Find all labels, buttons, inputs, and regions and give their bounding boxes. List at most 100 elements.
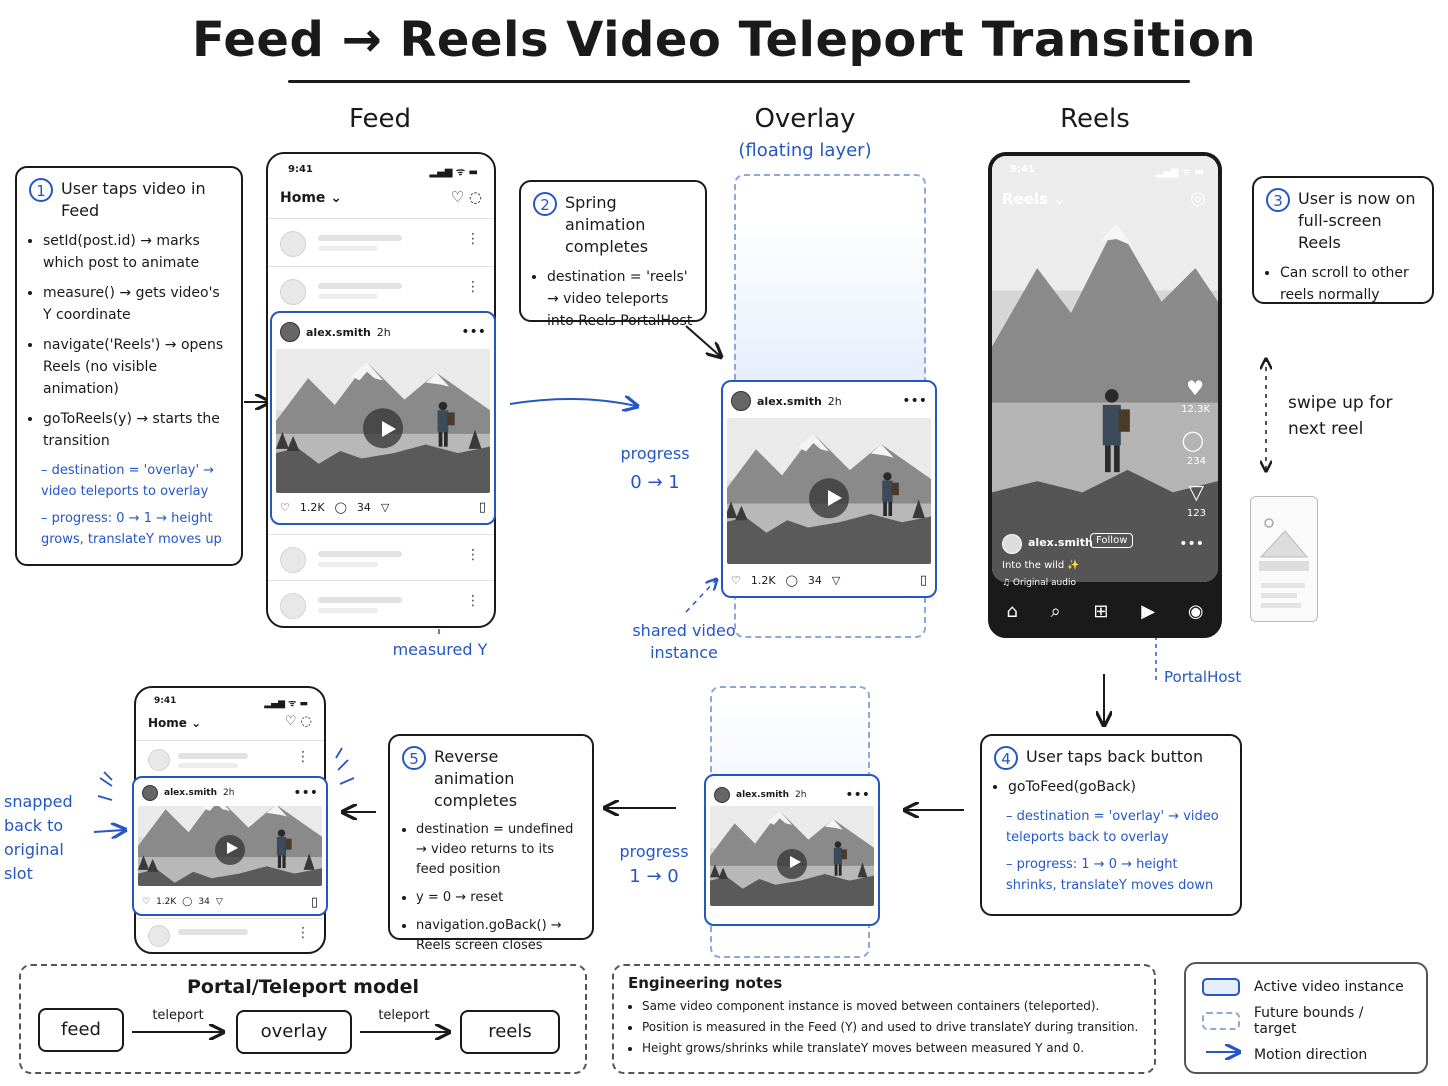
reel-like-count: 12.3K [1181,404,1210,415]
more-icon[interactable]: ••• [293,785,318,801]
reel-user[interactable]: alex.smith [1028,536,1093,549]
model-node-feed: feed [38,1008,124,1052]
feed-row[interactable]: ⋮ [136,918,324,952]
bookmark-icon[interactable]: ▯ [919,572,927,588]
feed-row[interactable]: ⋮ [268,218,494,265]
step1-subpoint: destination = 'overlay' → video teleport… [41,460,229,502]
post-user: alex.smith [164,788,218,798]
share-icon[interactable]: ▽ [1188,480,1204,504]
status-icons: ▂▄▆ ᯤ ▬ [1155,167,1204,178]
bottom-nav: ⌂ ⌕ ⊞ ▶ ◉ [990,586,1220,636]
step1-number: 1 [29,178,53,202]
reel-caption: Into the wild ✨ [1002,560,1080,571]
bookmark-icon[interactable]: ▯ [310,894,318,910]
home-title[interactable]: Home ⌄ [280,190,343,206]
share-icon[interactable]: ▽ [380,500,390,514]
post-time: 2h [827,394,842,408]
column-title-overlay: Overlay [754,104,856,134]
step1-point: navigate('Reels') → opens Reels (no visi… [43,334,229,400]
like-icon[interactable]: ♡ [142,897,151,907]
step2-box: 2 Spring animation completes destination… [519,180,707,329]
step2-title: Spring animation completes [565,193,649,256]
bookmark-icon[interactable]: ▯ [478,499,486,515]
avatar [714,787,730,803]
notes-box: Engineering notes Same video component i… [612,964,1156,1074]
step2-number: 2 [533,192,557,216]
feed-row[interactable]: ⋮ [268,266,494,313]
like-icon[interactable]: ♡ [280,500,290,514]
step4-box: 4 User taps back button goToFeed(goBack)… [980,734,1242,916]
model-title: Portal/Teleport model [187,976,419,998]
step5-title: Reverse animation completes [434,747,518,810]
snapped-label: snapped back to original slot [4,792,73,883]
more-icon[interactable]: ••• [1179,536,1204,552]
shared-video-label: shared video instance [632,621,736,662]
status-icons: ▂▄▆ ᯤ ▬ [264,699,308,709]
nav-create-icon[interactable]: ⊞ [1093,600,1109,622]
nav-profile-icon[interactable]: ◉ [1187,600,1204,622]
legend-motion-label: Motion direction [1254,1047,1368,1063]
reel-share-count: 123 [1186,508,1206,519]
feed-row[interactable]: ⋮ [136,740,324,779]
more-icon[interactable]: ••• [902,393,927,409]
step3-number: 3 [1266,188,1290,212]
step5-point: y = 0 → reset [416,888,580,908]
column-title-feed: Feed [348,104,412,134]
model-node-overlay: overlay [236,1010,352,1054]
home-header-icons[interactable]: ♡ ◌ [450,188,482,206]
status-time: 9:41 [288,164,313,175]
video-thumbnail[interactable] [138,806,322,886]
post-user: alex.smith [306,325,371,339]
heart-icon[interactable]: ♥ [1186,376,1204,400]
step1-subpoint: progress: 0 → 1 → height grows, translat… [41,508,229,550]
like-icon[interactable]: ♡ [731,573,741,587]
nav-home-icon[interactable]: ⌂ [1006,600,1018,622]
feed-row[interactable]: ⋮ [268,580,494,626]
home-header-icons[interactable]: ♡ ◌ [284,714,312,729]
step2-arrow [685,325,720,356]
home-title[interactable]: Home ⌄ [148,716,202,730]
comment-icon[interactable]: ◯ [1181,428,1204,452]
model-edge-label: teleport [378,1008,430,1023]
nav-reels-icon[interactable]: ▶ [1141,600,1156,622]
comment-icon[interactable]: ◯ [182,897,193,907]
video-thumbnail[interactable] [276,349,490,493]
reel-audio[interactable]: ♫ Original audio [1002,578,1076,588]
swipe-label: swipe up for next reel [1288,393,1393,439]
share-icon[interactable]: ▽ [215,897,223,907]
step4-subpoint: destination = 'overlay' → video teleport… [1006,806,1228,848]
comment-icon[interactable]: ◯ [785,573,798,587]
model-node-reels: reels [460,1010,560,1054]
camera-icon[interactable]: ◎ [1190,188,1206,209]
model-box [19,964,587,1074]
like-count: 1.2K [156,897,177,907]
follow-button[interactable]: Follow [1090,533,1134,548]
legend-active-label: Active video instance [1254,979,1404,995]
feed-row[interactable]: ⋮ [268,534,494,581]
status-time: 9:41 [154,696,177,706]
image-icon [1259,518,1309,608]
comment-icon[interactable]: ◯ [334,500,347,514]
more-icon[interactable]: ••• [461,324,486,340]
legend-future-label: Future bounds / target [1253,1005,1364,1037]
video-thumbnail[interactable] [727,418,931,564]
column-subtitle-overlay: (floating layer) [738,140,872,161]
step1-point: measure() → gets video's Y coordinate [43,282,229,326]
post-time: 2h [376,325,391,339]
reel-video[interactable] [992,156,1218,582]
post-user: alex.smith [736,790,790,800]
legend-future-swatch [1202,1012,1240,1030]
more-icon[interactable]: ••• [845,787,870,803]
step4-title: User taps back button [1026,747,1204,766]
reels-title[interactable]: Reels ⌄ [1002,190,1066,208]
reels-phone: 9:41 ▂▄▆ ᯤ ▬ Reels ⌄ ◎ ♥ 12.3K ◯ 234 ▽ 1… [988,152,1222,638]
post-user: alex.smith [757,394,822,408]
portalhost-label: PortalHost [1164,668,1242,686]
nav-search-icon[interactable]: ⌕ [1050,600,1061,622]
video-thumbnail[interactable] [710,806,874,906]
share-icon[interactable]: ▽ [831,573,841,587]
